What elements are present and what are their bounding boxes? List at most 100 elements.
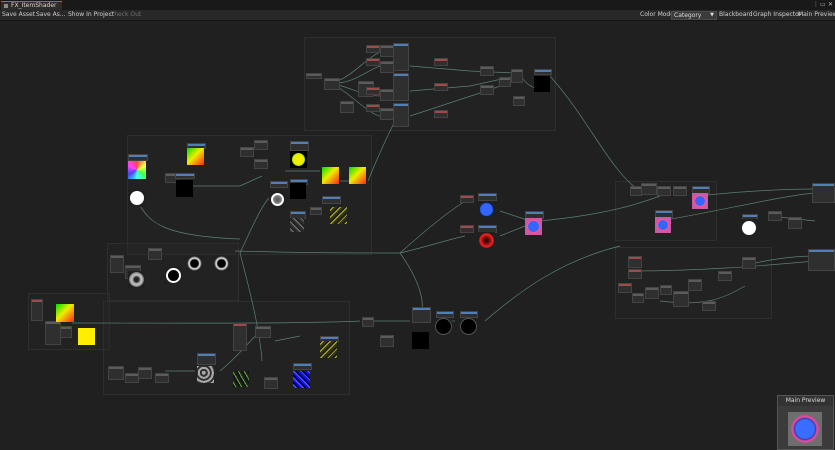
node-preview-thumbnail <box>478 201 495 218</box>
graph-node[interactable] <box>628 256 642 268</box>
graph-node[interactable] <box>812 183 835 203</box>
graph-node[interactable] <box>393 43 409 71</box>
save-as-button[interactable]: Save As... <box>36 11 66 18</box>
graph-node[interactable] <box>434 83 448 91</box>
node-preview-thumbnail <box>435 318 452 335</box>
graph-node[interactable] <box>673 186 687 196</box>
graph-node[interactable] <box>324 78 340 90</box>
graph-node[interactable] <box>534 69 552 75</box>
graph-node[interactable] <box>340 101 354 113</box>
graph-node[interactable] <box>788 217 802 229</box>
graph-node[interactable] <box>197 353 216 365</box>
graph-node[interactable] <box>513 96 525 106</box>
graph-node[interactable] <box>768 211 782 221</box>
graph-node[interactable] <box>628 269 642 279</box>
graph-node[interactable] <box>412 307 431 323</box>
graph-node[interactable] <box>718 271 732 281</box>
color-mode-select[interactable]: Category ▼ <box>671 11 717 20</box>
graph-node[interactable] <box>478 193 497 201</box>
graph-node[interactable] <box>310 207 322 215</box>
graph-node[interactable] <box>808 249 835 271</box>
node-group[interactable] <box>304 37 556 131</box>
graph-node[interactable] <box>45 321 61 345</box>
graph-node[interactable] <box>264 377 278 389</box>
node-preview-thumbnail <box>290 218 304 232</box>
node-preview-thumbnail <box>478 232 495 249</box>
graph-node[interactable] <box>480 66 494 76</box>
graph-node[interactable] <box>233 323 247 351</box>
graph-node[interactable] <box>688 279 702 291</box>
document-tab[interactable]: FX_ItemShader <box>1 1 63 11</box>
window-menu-icon[interactable]: ⋮ <box>813 1 819 8</box>
graph-node[interactable] <box>290 141 309 151</box>
node-preview-shape <box>166 268 181 283</box>
graph-node[interactable] <box>460 225 474 233</box>
graph-node[interactable] <box>380 61 394 73</box>
graph-node[interactable] <box>322 196 341 204</box>
node-preview-shape <box>129 272 144 287</box>
graph-node[interactable] <box>434 58 448 66</box>
graph-node[interactable] <box>366 58 380 66</box>
save-asset-button[interactable]: Save Asset <box>2 11 36 18</box>
graph-node[interactable] <box>460 195 474 203</box>
graph-node[interactable] <box>436 311 454 318</box>
graph-node[interactable] <box>255 326 271 338</box>
graph-node[interactable] <box>270 181 288 188</box>
graph-node[interactable] <box>254 140 268 150</box>
node-preview-thumbnail <box>293 371 310 388</box>
graph-canvas[interactable] <box>0 21 835 450</box>
graph-node[interactable] <box>657 186 671 196</box>
main-preview-panel[interactable]: Main Preview <box>777 395 834 450</box>
graph-node[interactable] <box>60 326 72 338</box>
graph-node[interactable] <box>641 183 657 195</box>
graph-node[interactable] <box>380 89 394 101</box>
blackboard-toggle[interactable]: Blackboard <box>719 11 753 18</box>
node-preview-shape <box>695 196 705 206</box>
graph-node[interactable] <box>673 291 689 307</box>
window-close-icon[interactable]: ✕ <box>828 1 834 8</box>
graph-node[interactable] <box>499 77 511 87</box>
graph-node[interactable] <box>393 73 409 101</box>
graph-node[interactable] <box>155 373 169 383</box>
graph-node[interactable] <box>366 45 380 53</box>
graph-node[interactable] <box>240 147 254 157</box>
graph-node[interactable] <box>366 87 380 95</box>
graph-node[interactable] <box>138 367 152 379</box>
graph-node[interactable] <box>660 285 672 295</box>
graph-node[interactable] <box>393 103 409 127</box>
check-out-button[interactable]: Check Out <box>110 11 142 18</box>
graph-node[interactable] <box>480 85 494 95</box>
main-preview-render[interactable] <box>788 412 822 446</box>
graph-node[interactable] <box>742 257 756 269</box>
graph-node[interactable] <box>460 311 478 318</box>
graph-node[interactable] <box>254 159 268 169</box>
graph-node[interactable] <box>366 104 380 112</box>
graph-node[interactable] <box>618 283 632 293</box>
show-in-project-button[interactable]: Show In Project <box>68 11 115 18</box>
graph-node[interactable] <box>702 301 716 311</box>
graph-node[interactable] <box>175 173 195 179</box>
graph-node[interactable] <box>380 335 394 347</box>
graph-node[interactable] <box>108 366 124 380</box>
node-preview-thumbnail <box>128 189 146 207</box>
graph-node[interactable] <box>31 299 43 321</box>
graph-node[interactable] <box>380 45 394 57</box>
node-preview-shape <box>271 193 284 206</box>
graph-node[interactable] <box>148 248 162 260</box>
graph-node[interactable] <box>511 69 523 83</box>
node-preview-shape <box>187 256 202 271</box>
graph-node[interactable] <box>380 108 394 120</box>
node-preview-thumbnail <box>269 191 286 208</box>
graph-node[interactable] <box>632 293 644 303</box>
main-preview-toggle[interactable]: Main Preview <box>798 11 835 18</box>
graph-node[interactable] <box>128 154 148 161</box>
graph-node[interactable] <box>434 110 448 118</box>
window-maximize-icon[interactable]: ▭ <box>820 1 826 8</box>
graph-node[interactable] <box>110 255 124 273</box>
graph-node[interactable] <box>125 373 139 383</box>
graph-node[interactable] <box>362 317 374 327</box>
graph-node[interactable] <box>645 287 659 299</box>
graph-node[interactable] <box>306 73 322 79</box>
graph-inspector-toggle[interactable]: Graph Inspector <box>753 11 802 18</box>
graph-node[interactable] <box>293 363 312 370</box>
